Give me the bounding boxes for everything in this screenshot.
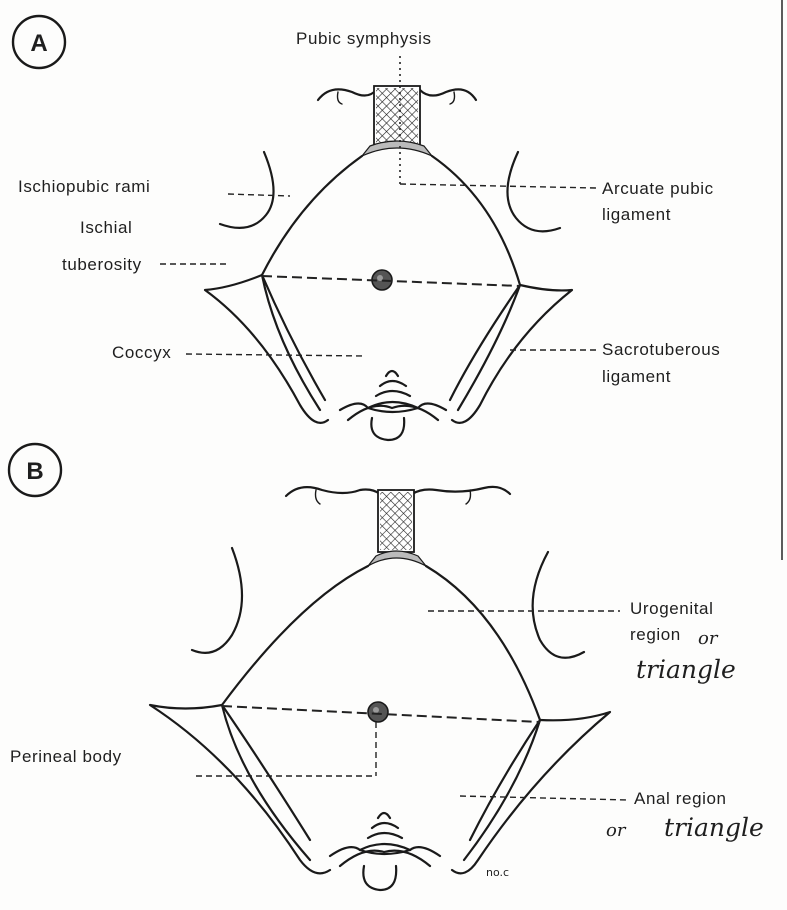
perineum-left-b [222, 566, 368, 840]
panel-b: B [9, 444, 764, 890]
ischiopubic-ramus-right [507, 152, 560, 231]
panel-a: A [13, 16, 720, 440]
panel-a-letter: A [30, 30, 47, 57]
sacrotuberous-inner-left-b [222, 705, 310, 860]
coccyx-shape [340, 371, 446, 440]
panel-b-letter: B [26, 458, 43, 485]
handwritten-or-anal: or [606, 820, 627, 841]
sacrotuberous-right-b [452, 712, 610, 873]
label-anal-region: Anal region [634, 789, 727, 808]
label-urogenital-2: region [630, 625, 681, 644]
pubic-bone-right-curl [420, 89, 476, 100]
pubic-bone-left-curl [318, 89, 376, 100]
pubic-bone-left-curl-b [286, 487, 380, 496]
pubic-tick-right [450, 92, 455, 104]
ischiopubic-ramus-right-b [533, 552, 584, 658]
label-coccyx: Coccyx [112, 343, 171, 362]
sacrotuberous-inner-right [458, 285, 520, 410]
label-ischiopubic-rami: Ischiopubic rami [18, 177, 150, 196]
handwritten-triangle-urogenital: triangle [636, 655, 736, 684]
label-perineal-body: Perineal body [10, 747, 122, 766]
pubic-tick-left [338, 92, 343, 104]
ischiopubic-ramus-left [220, 152, 274, 228]
label-ischial-tuberosity-2: tuberosity [62, 255, 142, 274]
panel-b-badge: B [9, 444, 61, 496]
leader-arcuate [400, 184, 596, 188]
ischiopubic-ramus-left-b [192, 548, 242, 653]
label-pubic-symphysis: Pubic symphysis [296, 29, 432, 48]
arcuate-pubic-ligament [362, 141, 432, 156]
arcuate-ligament-b [368, 551, 426, 566]
label-arcuate-2: ligament [602, 205, 671, 224]
label-urogenital-1: Urogenital [630, 599, 714, 618]
label-sacrotuberous-2: ligament [602, 367, 671, 386]
pubic-bone-right-curl-b [412, 487, 510, 494]
label-arcuate-1: Arcuate pubic [602, 179, 714, 198]
artist-signature: no.c [486, 866, 509, 879]
leader-coccyx [186, 354, 366, 356]
sacrotuberous-inner-right-b [464, 720, 540, 860]
panel-a-badge: A [13, 16, 65, 68]
label-sacrotuberous-1: Sacrotuberous [602, 340, 720, 359]
handwritten-or-urogenital: or [698, 628, 719, 649]
leader-anal [460, 796, 628, 800]
handwritten-triangle-anal: triangle [664, 813, 764, 842]
leader-ischiopubic [228, 194, 290, 196]
label-ischial-tuberosity-1: Ischial [80, 218, 132, 237]
coccyx-shape-b [330, 813, 440, 890]
